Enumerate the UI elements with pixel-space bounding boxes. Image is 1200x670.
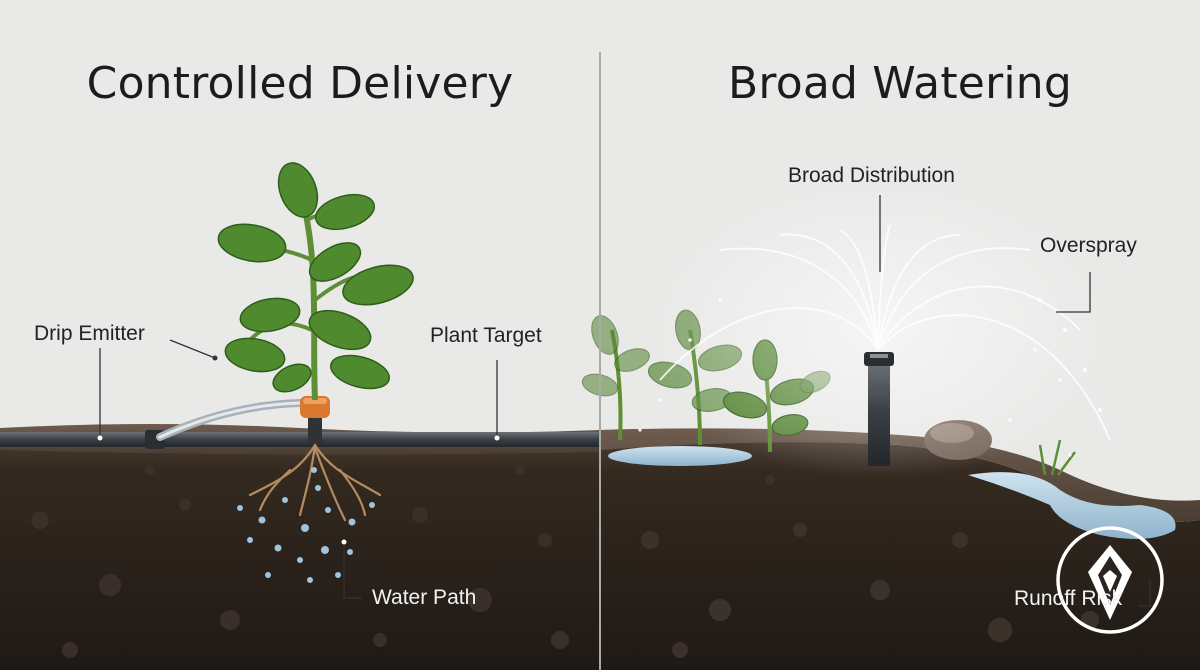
drip-emitter-icon — [300, 396, 330, 444]
label-broad-distribution: Broad Distribution — [788, 164, 955, 187]
puddles — [608, 446, 1176, 539]
sprinkler-spray — [638, 180, 1111, 480]
left-soil — [0, 424, 600, 670]
watermark-logo — [1056, 526, 1164, 634]
callout-dots — [97, 355, 500, 545]
label-overspray: Overspray — [1040, 234, 1137, 257]
label-drip-emitter: Drip Emitter — [34, 322, 145, 345]
label-runoff-risk: Runoff Risk — [1014, 587, 1123, 610]
label-water-path: Water Path — [372, 586, 477, 609]
water-drops — [237, 467, 375, 583]
label-plant-target: Plant Target — [430, 324, 542, 347]
right-panel-title: Broad Watering — [727, 58, 1072, 109]
roots — [248, 443, 382, 522]
callout-lines — [99, 195, 1151, 607]
plant-icon — [217, 162, 414, 401]
sprinkler-head-icon — [864, 352, 894, 466]
left-panel-title: Controlled Delivery — [86, 58, 514, 109]
drip-tube — [0, 399, 600, 449]
